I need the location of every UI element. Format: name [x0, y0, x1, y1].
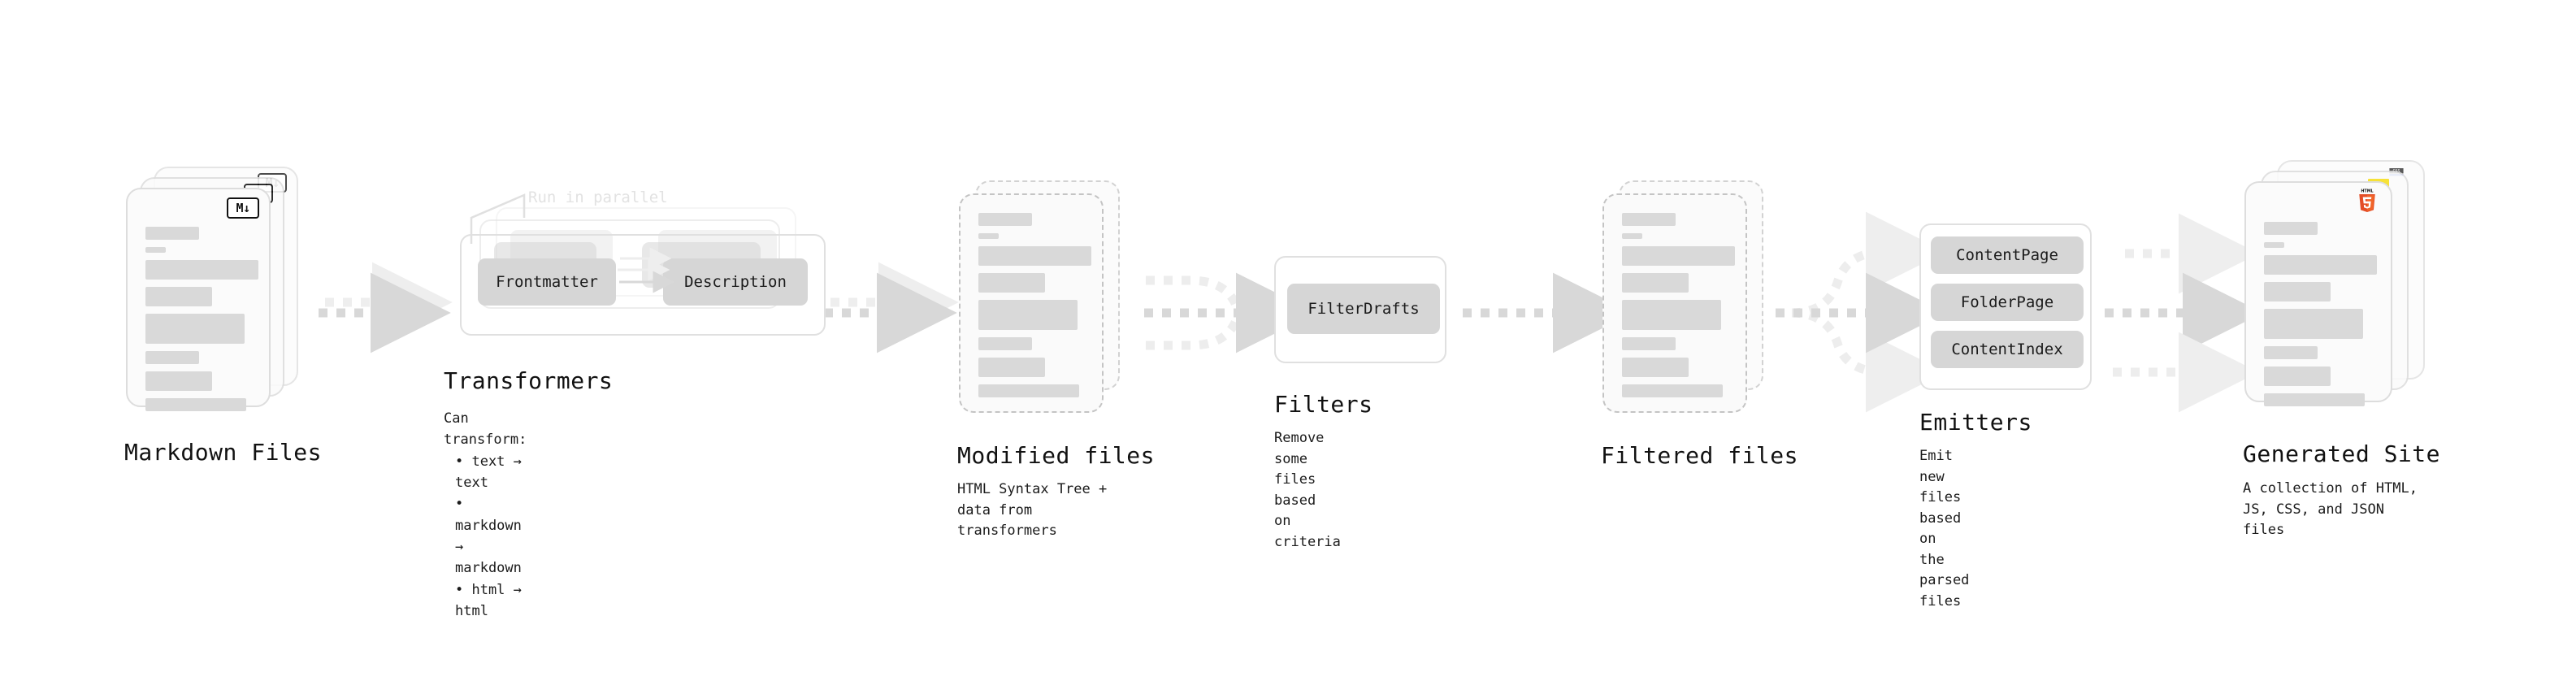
transformers-detail-item: • html → html [455, 581, 522, 620]
connector-modified-to-filters [1144, 272, 1316, 354]
page-title-modified-files: Modified files [957, 442, 1156, 469]
modified-files-subtitle: HTML Syntax Tree + data from transformer… [957, 481, 1108, 539]
stage-filtered-files: Filtered files [1601, 180, 1798, 469]
skeleton-bars [978, 213, 1091, 405]
markdown-card-front: M↓ [126, 188, 271, 411]
emitters-box: ContentPage FolderPage ContentIndex [1919, 223, 2092, 390]
emitter-node-contentpage[interactable]: ContentPage [1931, 236, 2084, 274]
transformers-detail-item: • markdown → markdown [455, 496, 522, 577]
page-title-filters: Filters [1274, 391, 1373, 418]
emitter-node-contentindex[interactable]: ContentIndex [1931, 331, 2084, 368]
page-title-transformers: Transformers [444, 367, 614, 394]
modified-file-stack [959, 180, 1138, 424]
markdown-icon: M↓ [227, 197, 259, 219]
page-title-generated-site: Generated Site [2243, 440, 2441, 467]
page-title-emitters: Emitters [1919, 409, 2032, 436]
run-in-parallel-note: Run in parallel [528, 189, 668, 206]
transformers-detail-heading: Can transform: [444, 410, 527, 449]
page-title-filtered-files: Filtered files [1601, 442, 1799, 469]
connector-emitters-to-site [2105, 213, 2263, 413]
emitters-subtitle: Emit new files based on the parsed files [1919, 448, 1970, 609]
transformer-inner-arrows [618, 247, 675, 293]
skeleton-bars [1622, 213, 1735, 405]
emitter-node-folderpage[interactable]: FolderPage [1931, 284, 2084, 321]
filtered-card-front [1602, 193, 1747, 413]
filters-box: FilterDrafts [1274, 256, 1446, 363]
modified-card-front [959, 193, 1104, 413]
transformers-box [460, 234, 826, 336]
filter-node-filterdrafts[interactable]: FilterDrafts [1287, 284, 1440, 334]
stage-modified-files: Modified files HTML Syntax Tree + data f… [957, 180, 1155, 539]
page-title-markdown-files: Markdown Files [124, 439, 323, 466]
connector-markdown-to-transformers [319, 262, 453, 354]
markdown-file-stack: M↓ M↓ M↓ [126, 167, 305, 419]
filtered-file-stack [1602, 180, 1781, 424]
stage-generated-site: CSS HTML [2243, 160, 2440, 538]
transformers-detail-list: Can transform: • text → text • markdown … [444, 408, 527, 622]
generated-card-front: HTML [2244, 181, 2392, 406]
skeleton-bars [2264, 222, 2377, 414]
generated-site-subtitle: A collection of HTML, JS, CSS, and JSON … [2243, 480, 2418, 538]
parallel-bracket [470, 193, 526, 244]
transformer-node-description[interactable]: Description [663, 258, 808, 306]
connector-filtered-to-emitters [1776, 211, 1946, 413]
skeleton-bars [145, 227, 258, 419]
html5-icon: HTML [2359, 189, 2375, 212]
svg-text:HTML: HTML [2361, 189, 2373, 194]
connector-transformers-to-modified [824, 262, 959, 354]
transformers-detail-item: • text → text [455, 453, 522, 492]
stage-markdown-files: M↓ M↓ M↓ Markdown Files [124, 167, 322, 466]
filters-subtitle: Remove some files based on criteria [1274, 430, 1341, 550]
generated-site-stack: CSS HTML [2244, 160, 2431, 420]
transformer-node-frontmatter[interactable]: Frontmatter [478, 258, 616, 306]
